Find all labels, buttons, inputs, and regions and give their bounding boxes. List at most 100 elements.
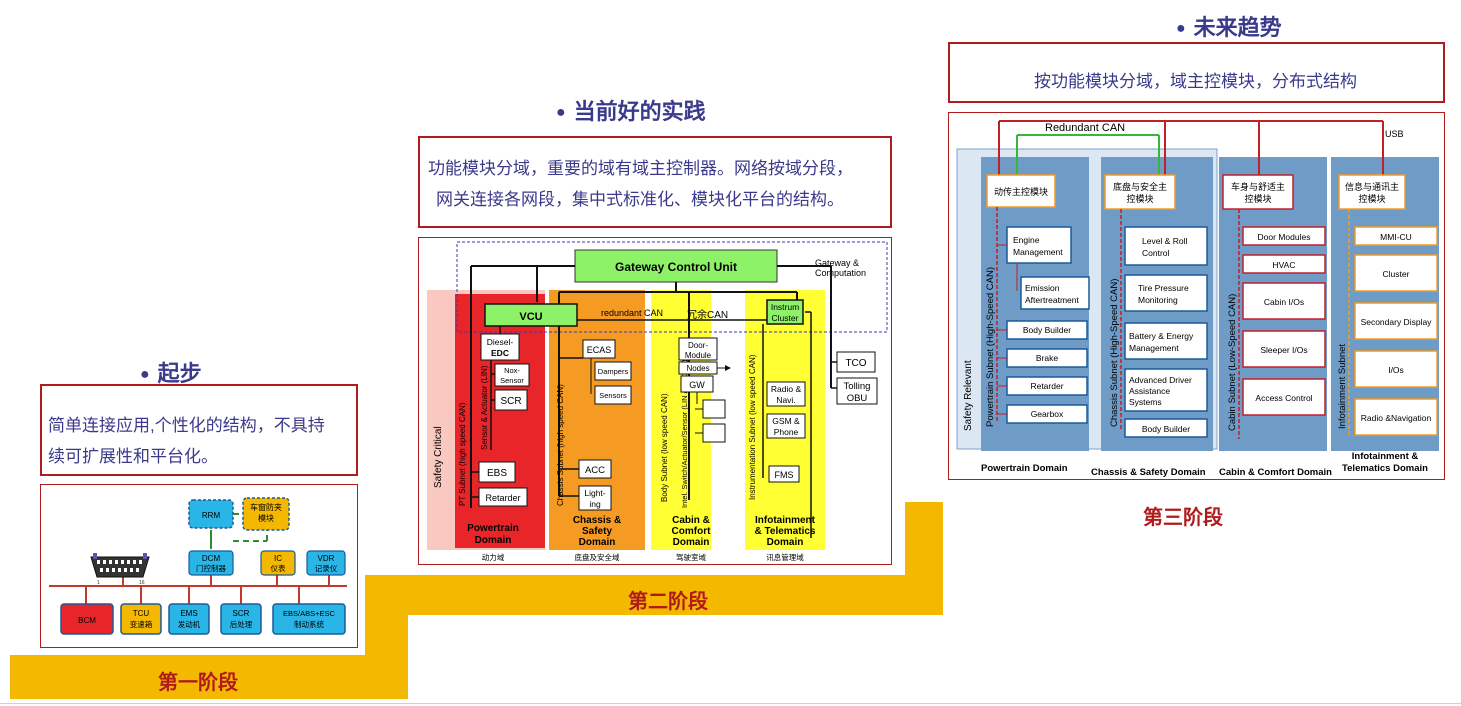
domain-info-line2: & Telematics bbox=[755, 526, 816, 537]
bullet-icon: ● bbox=[140, 366, 150, 384]
stage3-diagram: Safety Relevant Redundant CAN USB 动传主控模块… bbox=[948, 112, 1445, 480]
gateway-computation-box bbox=[456, 241, 888, 333]
fms-label: FMS bbox=[775, 470, 794, 480]
tolling-label1: Tolling bbox=[844, 381, 871, 392]
safety-critical-label: Safety Critical bbox=[433, 426, 444, 488]
bullet-icon: ● bbox=[556, 104, 566, 122]
sleeper-ios-label: Sleeper I/Os bbox=[1260, 345, 1307, 355]
obd-connector-icon: 1 16 bbox=[90, 553, 150, 586]
retarder-box-pt: Retarder bbox=[1006, 376, 1088, 396]
node-tcu: TCU 变速箱 bbox=[120, 603, 162, 635]
domain-cabin-line3: Domain bbox=[673, 537, 710, 548]
battery-label2: Management bbox=[1129, 343, 1179, 353]
instrument-cluster-box: Instrum Cluster bbox=[766, 299, 804, 325]
node-ebs-abs-esc: EBS/ABS+ESC 制动系统 bbox=[272, 603, 346, 635]
stage3-desc-line: 按功能模块分域，域主控模块，分布式结构 bbox=[1034, 72, 1357, 91]
stage2-architecture-svg: Gateway & Computation Gateway Control Un… bbox=[427, 241, 888, 562]
powertrain-master-box: 动传主控模块 bbox=[986, 174, 1056, 208]
vcu-box: VCU bbox=[484, 303, 578, 327]
stage3-label: 第三阶段 bbox=[1143, 507, 1223, 529]
node-ic-label1: IC bbox=[274, 554, 282, 563]
retarder-label: Retarder bbox=[485, 493, 520, 503]
radio-navigation-label: Radio &Navigation bbox=[1361, 413, 1432, 423]
stage1-diagram: RRM 车窗防夹 模块 DCM 门控制器 IC 仪表 VDR 记录仪 bbox=[40, 484, 358, 648]
node-vdr-label2: 记录仪 bbox=[315, 564, 338, 573]
hvac-box: HVAC bbox=[1242, 254, 1326, 274]
cabin-ios-label: Cabin I/Os bbox=[1264, 297, 1304, 307]
mmi-cu-label: MMI-CU bbox=[1380, 232, 1412, 242]
level-label1: Level & Roll bbox=[1142, 236, 1187, 246]
stage2-diagram: Gateway & Computation Gateway Control Un… bbox=[418, 237, 892, 565]
node-ems-label1: EMS bbox=[180, 609, 197, 618]
node-tcu-label1: TCU bbox=[133, 609, 150, 618]
bottom-divider bbox=[0, 703, 1461, 704]
stage3-heading-text: 未来趋势 bbox=[1193, 15, 1282, 40]
emission-label2: Aftertreatment bbox=[1025, 295, 1079, 305]
battery-energy-box: Battery & Energy Management bbox=[1124, 322, 1208, 360]
stage2-label: 第二阶段 bbox=[628, 591, 708, 613]
node-bcm-label: BCM bbox=[78, 616, 96, 625]
chassis-master-label1: 底盘与安全主 bbox=[1113, 181, 1167, 192]
gearbox-label: Gearbox bbox=[1031, 409, 1064, 419]
stage1-desc-line1: 简单连接应用,个性化的结构，不具持 bbox=[48, 416, 325, 435]
powertrain-master-label: 动传主控模块 bbox=[994, 186, 1048, 197]
node-scr-label2: 后处理 bbox=[230, 619, 253, 629]
lighting-label2: ing bbox=[589, 499, 601, 509]
redundant-can-en: redundant CAN bbox=[601, 308, 663, 318]
adas-label2: Assistance bbox=[1129, 386, 1170, 396]
node-rrm: RRM bbox=[188, 499, 234, 529]
engine-management-box: Engine Management bbox=[1006, 226, 1072, 264]
tco-label: TCO bbox=[845, 358, 866, 369]
stage1-network-svg: RRM 车窗防夹 模块 DCM 门控制器 IC 仪表 VDR 记录仪 bbox=[49, 497, 347, 635]
secondary-display-box: Secondary Display bbox=[1354, 302, 1438, 340]
cluster-box: Cluster bbox=[1354, 254, 1438, 292]
mmi-cu-box: MMI-CU bbox=[1354, 226, 1438, 246]
domain-cabin-line1: Cabin & bbox=[672, 515, 710, 526]
ebs-box: EBS bbox=[478, 461, 516, 483]
domain-chassis-line2: Safety bbox=[582, 526, 612, 537]
domain-chassis-line1: Chassis & bbox=[573, 515, 621, 526]
cabin-subnet-label: Cabin Subnet (Low-Speed CAN) bbox=[1227, 294, 1238, 431]
secondary-display-label: Secondary Display bbox=[1361, 317, 1433, 327]
adas-box: Advanced Driver Assistance Systems bbox=[1124, 368, 1208, 412]
node-ems-label2: 发动机 bbox=[178, 619, 201, 629]
gateway-control-unit: Gateway Control Unit bbox=[574, 249, 778, 283]
node-dcm-label1: DCM bbox=[202, 554, 221, 563]
gsm-label1: GSM & bbox=[772, 416, 800, 426]
adas-label1: Advanced Driver bbox=[1129, 375, 1192, 385]
obd-pin-right-label: 16 bbox=[139, 580, 145, 586]
ebs-label: EBS bbox=[487, 468, 507, 479]
door-label1: Door- bbox=[688, 341, 708, 350]
brake-label: Brake bbox=[1036, 353, 1058, 363]
redundant-can-label: Redundant CAN bbox=[1045, 122, 1125, 134]
sensors-label: Sensors bbox=[599, 391, 627, 400]
lighting-box: Light- ing bbox=[578, 485, 612, 511]
stair-riser-3 bbox=[905, 502, 943, 615]
domain-info-cn: 讯息管理域 bbox=[766, 552, 804, 562]
access-control-box: Access Control bbox=[1242, 378, 1326, 416]
door-module-box: Door- Module bbox=[678, 337, 718, 361]
sensors-box: Sensors bbox=[594, 385, 632, 405]
cabin-master-box: 车身与舒适主 控模块 bbox=[1222, 174, 1294, 210]
cabin-domain-bg bbox=[651, 290, 711, 550]
gw-label: GW bbox=[689, 380, 705, 390]
node-ebs-label1: EBS/ABS+ESC bbox=[283, 609, 335, 618]
stage1-label: 第一阶段 bbox=[158, 672, 238, 694]
gateway-label: Gateway Control Unit bbox=[615, 260, 737, 274]
node-ems: EMS 发动机 bbox=[168, 603, 210, 635]
tco-box: TCO bbox=[836, 351, 876, 373]
node-window-label2: 模块 bbox=[258, 513, 274, 523]
obd-pin-left-label: 1 bbox=[97, 580, 100, 586]
door-label2: Module bbox=[685, 351, 712, 360]
body-builder-box-pt: Body Builder bbox=[1006, 320, 1088, 340]
domain-powertrain-cn: 动力域 bbox=[482, 552, 505, 562]
nodes-label: Nodes bbox=[686, 364, 709, 373]
node-scr-label1: SCR bbox=[233, 609, 250, 618]
node-dcm: DCM 门控制器 bbox=[188, 550, 234, 576]
node-bcm: BCM bbox=[60, 603, 114, 635]
nox-label2: Sensor bbox=[500, 376, 524, 385]
sleeper-ios-box: Sleeper I/Os bbox=[1242, 330, 1326, 368]
node-vdr: VDR 记录仪 bbox=[306, 550, 346, 576]
stair-riser-2 bbox=[365, 575, 408, 699]
domain-chassis-line3: Domain bbox=[579, 537, 616, 548]
